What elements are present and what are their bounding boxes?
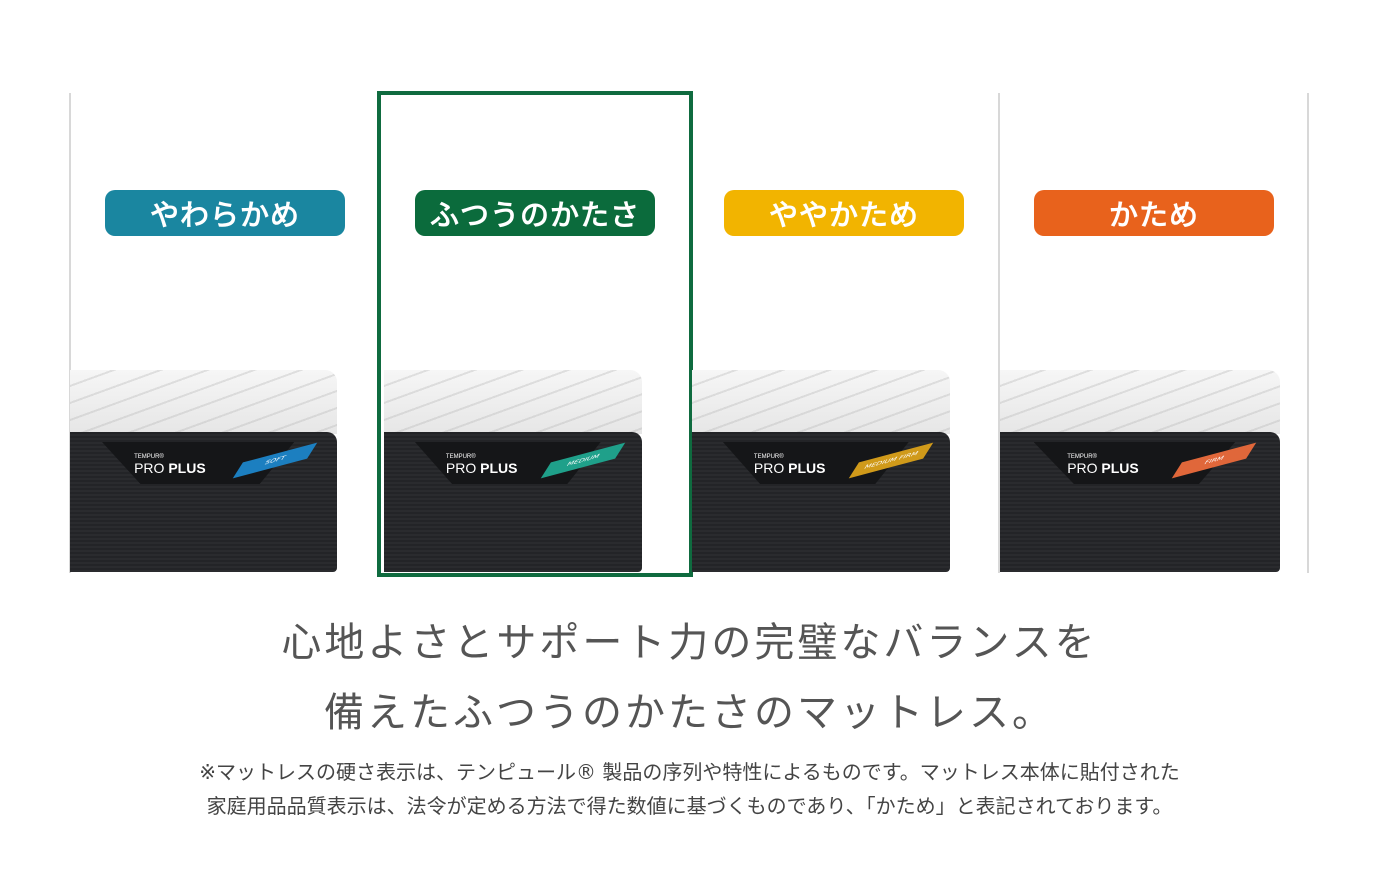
brand-name-bold: PLUS bbox=[788, 460, 826, 476]
footnote-line-2: 家庭用品品質表示は、法令が定める方法で得た数値に基づくものであり、「かため」と表… bbox=[206, 794, 1173, 818]
selected-highlight-box bbox=[377, 91, 693, 577]
mattress-base: FIRM TEMPUR®PRO PLUS bbox=[1000, 432, 1280, 572]
divider bbox=[1307, 93, 1309, 573]
brand-small: TEMPUR® bbox=[1067, 454, 1097, 460]
headline-line-2: 備えたふつうのかたさのマットレス。 bbox=[324, 690, 1055, 736]
brand-name-light: PRO bbox=[753, 460, 789, 476]
brand-name-bold: PLUS bbox=[1101, 460, 1139, 476]
mattress-top bbox=[384, 370, 642, 434]
brand-logo: TEMPUR®PRO PLUS bbox=[754, 454, 826, 478]
mattress-image-medium: MEDIUM TEMPUR®PRO PLUS bbox=[384, 370, 642, 572]
brand-name-light: PRO bbox=[134, 460, 169, 476]
divider bbox=[998, 93, 1000, 573]
brand-name-bold: PLUS bbox=[480, 460, 518, 476]
firmness-label-soft: やわらかめ bbox=[105, 190, 345, 236]
firmness-label-medium: ふつうのかたさ bbox=[415, 190, 655, 236]
brand-small: TEMPUR® bbox=[134, 454, 164, 460]
brand-small: TEMPUR® bbox=[753, 454, 784, 460]
footnote-line-1: ※マットレスの硬さ表示は、テンピュール® 製品の序列や特性によるものです。マット… bbox=[199, 760, 1180, 784]
brand-logo: TEMPUR®PRO PLUS bbox=[134, 454, 206, 478]
mattress-image-medium-firm: MEDIUM FIRM TEMPUR®PRO PLUS bbox=[692, 370, 950, 572]
firmness-label-firm: かため bbox=[1034, 190, 1274, 236]
brand-name-light: PRO bbox=[1067, 460, 1102, 476]
brand-name-light: PRO bbox=[445, 460, 481, 476]
brand-small: TEMPUR® bbox=[445, 454, 476, 460]
mattress-top bbox=[70, 370, 337, 434]
mattress-base: MEDIUM FIRM TEMPUR®PRO PLUS bbox=[692, 432, 950, 572]
mattress-image-soft: SOFT TEMPUR®PRO PLUS bbox=[70, 370, 337, 572]
brand-logo: TEMPUR®PRO PLUS bbox=[446, 454, 518, 478]
mattress-top bbox=[1000, 370, 1280, 434]
brand-logo: TEMPUR®PRO PLUS bbox=[1067, 454, 1139, 478]
mattress-base: SOFT TEMPUR®PRO PLUS bbox=[70, 432, 337, 572]
headline-line-1: 心地よさとサポート力の完璧なバランスを bbox=[281, 620, 1098, 666]
mattress-image-firm: FIRM TEMPUR®PRO PLUS bbox=[1000, 370, 1280, 572]
divider bbox=[69, 93, 71, 573]
firmness-label-medium-firm: ややかため bbox=[724, 190, 964, 236]
mattress-base: MEDIUM TEMPUR®PRO PLUS bbox=[384, 432, 642, 572]
brand-name-bold: PLUS bbox=[168, 460, 206, 476]
mattress-top bbox=[692, 370, 950, 434]
